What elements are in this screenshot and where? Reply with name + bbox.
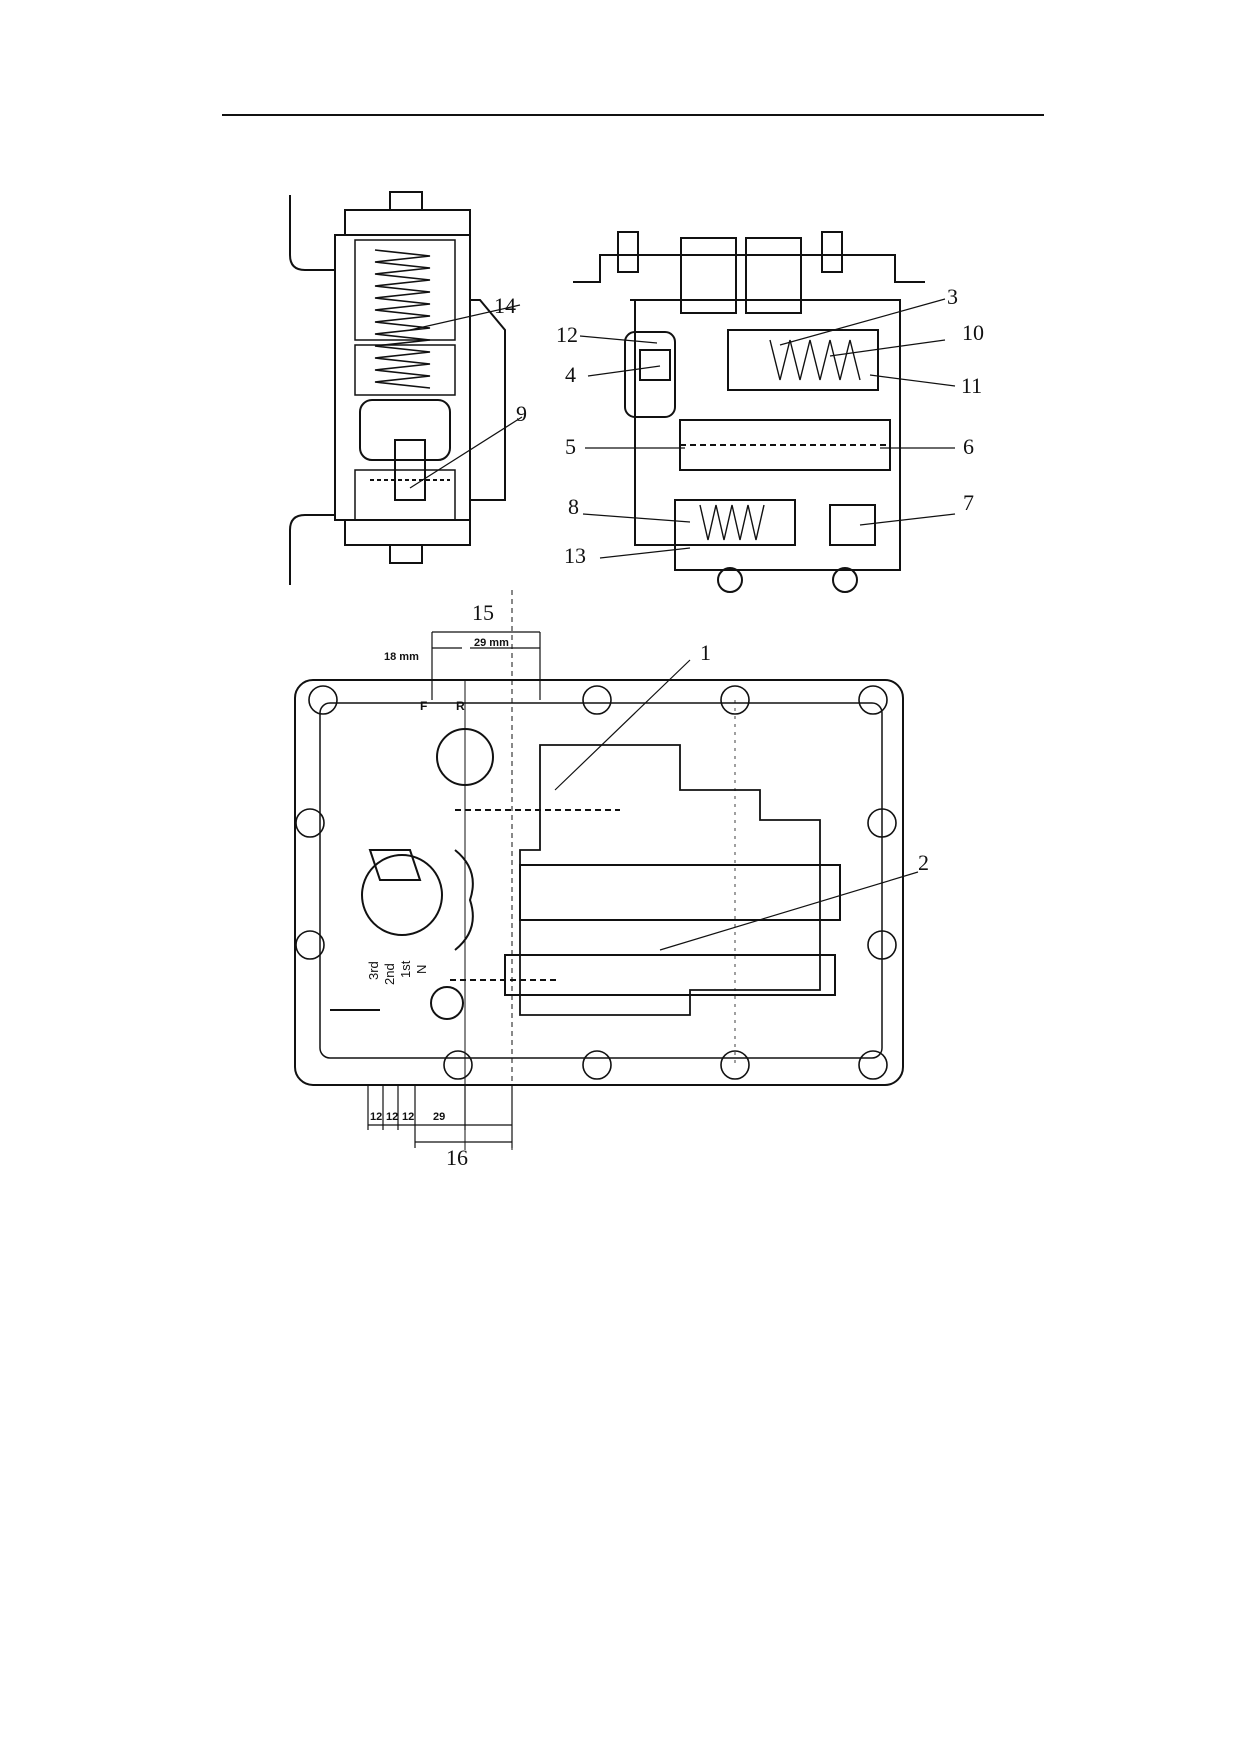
callout-9: 9 — [516, 401, 527, 426]
callout-7: 7 — [963, 490, 974, 515]
spring-upper — [374, 249, 431, 389]
callout-1: 1 — [700, 640, 711, 665]
callout-13: 13 — [564, 543, 586, 568]
spring-lower-right — [699, 504, 765, 541]
dimension-18mm: 18 mm — [384, 651, 419, 663]
dimension-12-b: 12 — [386, 1111, 398, 1123]
header-rule — [222, 114, 1044, 116]
dimension-16 — [367, 1085, 513, 1148]
callout-11: 11 — [961, 373, 982, 398]
left-section-view — [289, 191, 523, 585]
gear-3rd-label: 3rd — [366, 961, 381, 980]
dimension-12-c: 12 — [402, 1111, 414, 1123]
callout-6: 6 — [963, 434, 974, 459]
bottom-plan-view — [294, 590, 919, 1150]
lever-forward-label: F — [420, 699, 427, 713]
dimension-15 — [431, 631, 541, 700]
dimension-29mm: 29 mm — [474, 637, 509, 649]
callout-8: 8 — [568, 494, 579, 519]
gear-neutral-label: N — [414, 965, 429, 974]
gear-2nd-label: 2nd — [382, 963, 397, 985]
gear-1st-label: 1st — [398, 960, 413, 978]
callout-4: 4 — [565, 362, 576, 387]
bolt-heads — [295, 685, 897, 1080]
callout-3: 3 — [947, 284, 958, 309]
callout-2: 2 — [918, 850, 929, 875]
callout-14: 14 — [494, 293, 516, 318]
callout-leaders — [579, 298, 956, 559]
dimension-29: 29 — [433, 1111, 445, 1123]
callout-12: 12 — [556, 322, 578, 347]
callout-5: 5 — [565, 434, 576, 459]
spring-upper-right — [769, 339, 861, 381]
callout-16: 16 — [446, 1145, 468, 1170]
callout-15: 15 — [472, 600, 494, 625]
callout-10: 10 — [962, 320, 984, 345]
dimension-12-a: 12 — [370, 1111, 382, 1123]
lever-reverse-label: R — [456, 699, 465, 713]
